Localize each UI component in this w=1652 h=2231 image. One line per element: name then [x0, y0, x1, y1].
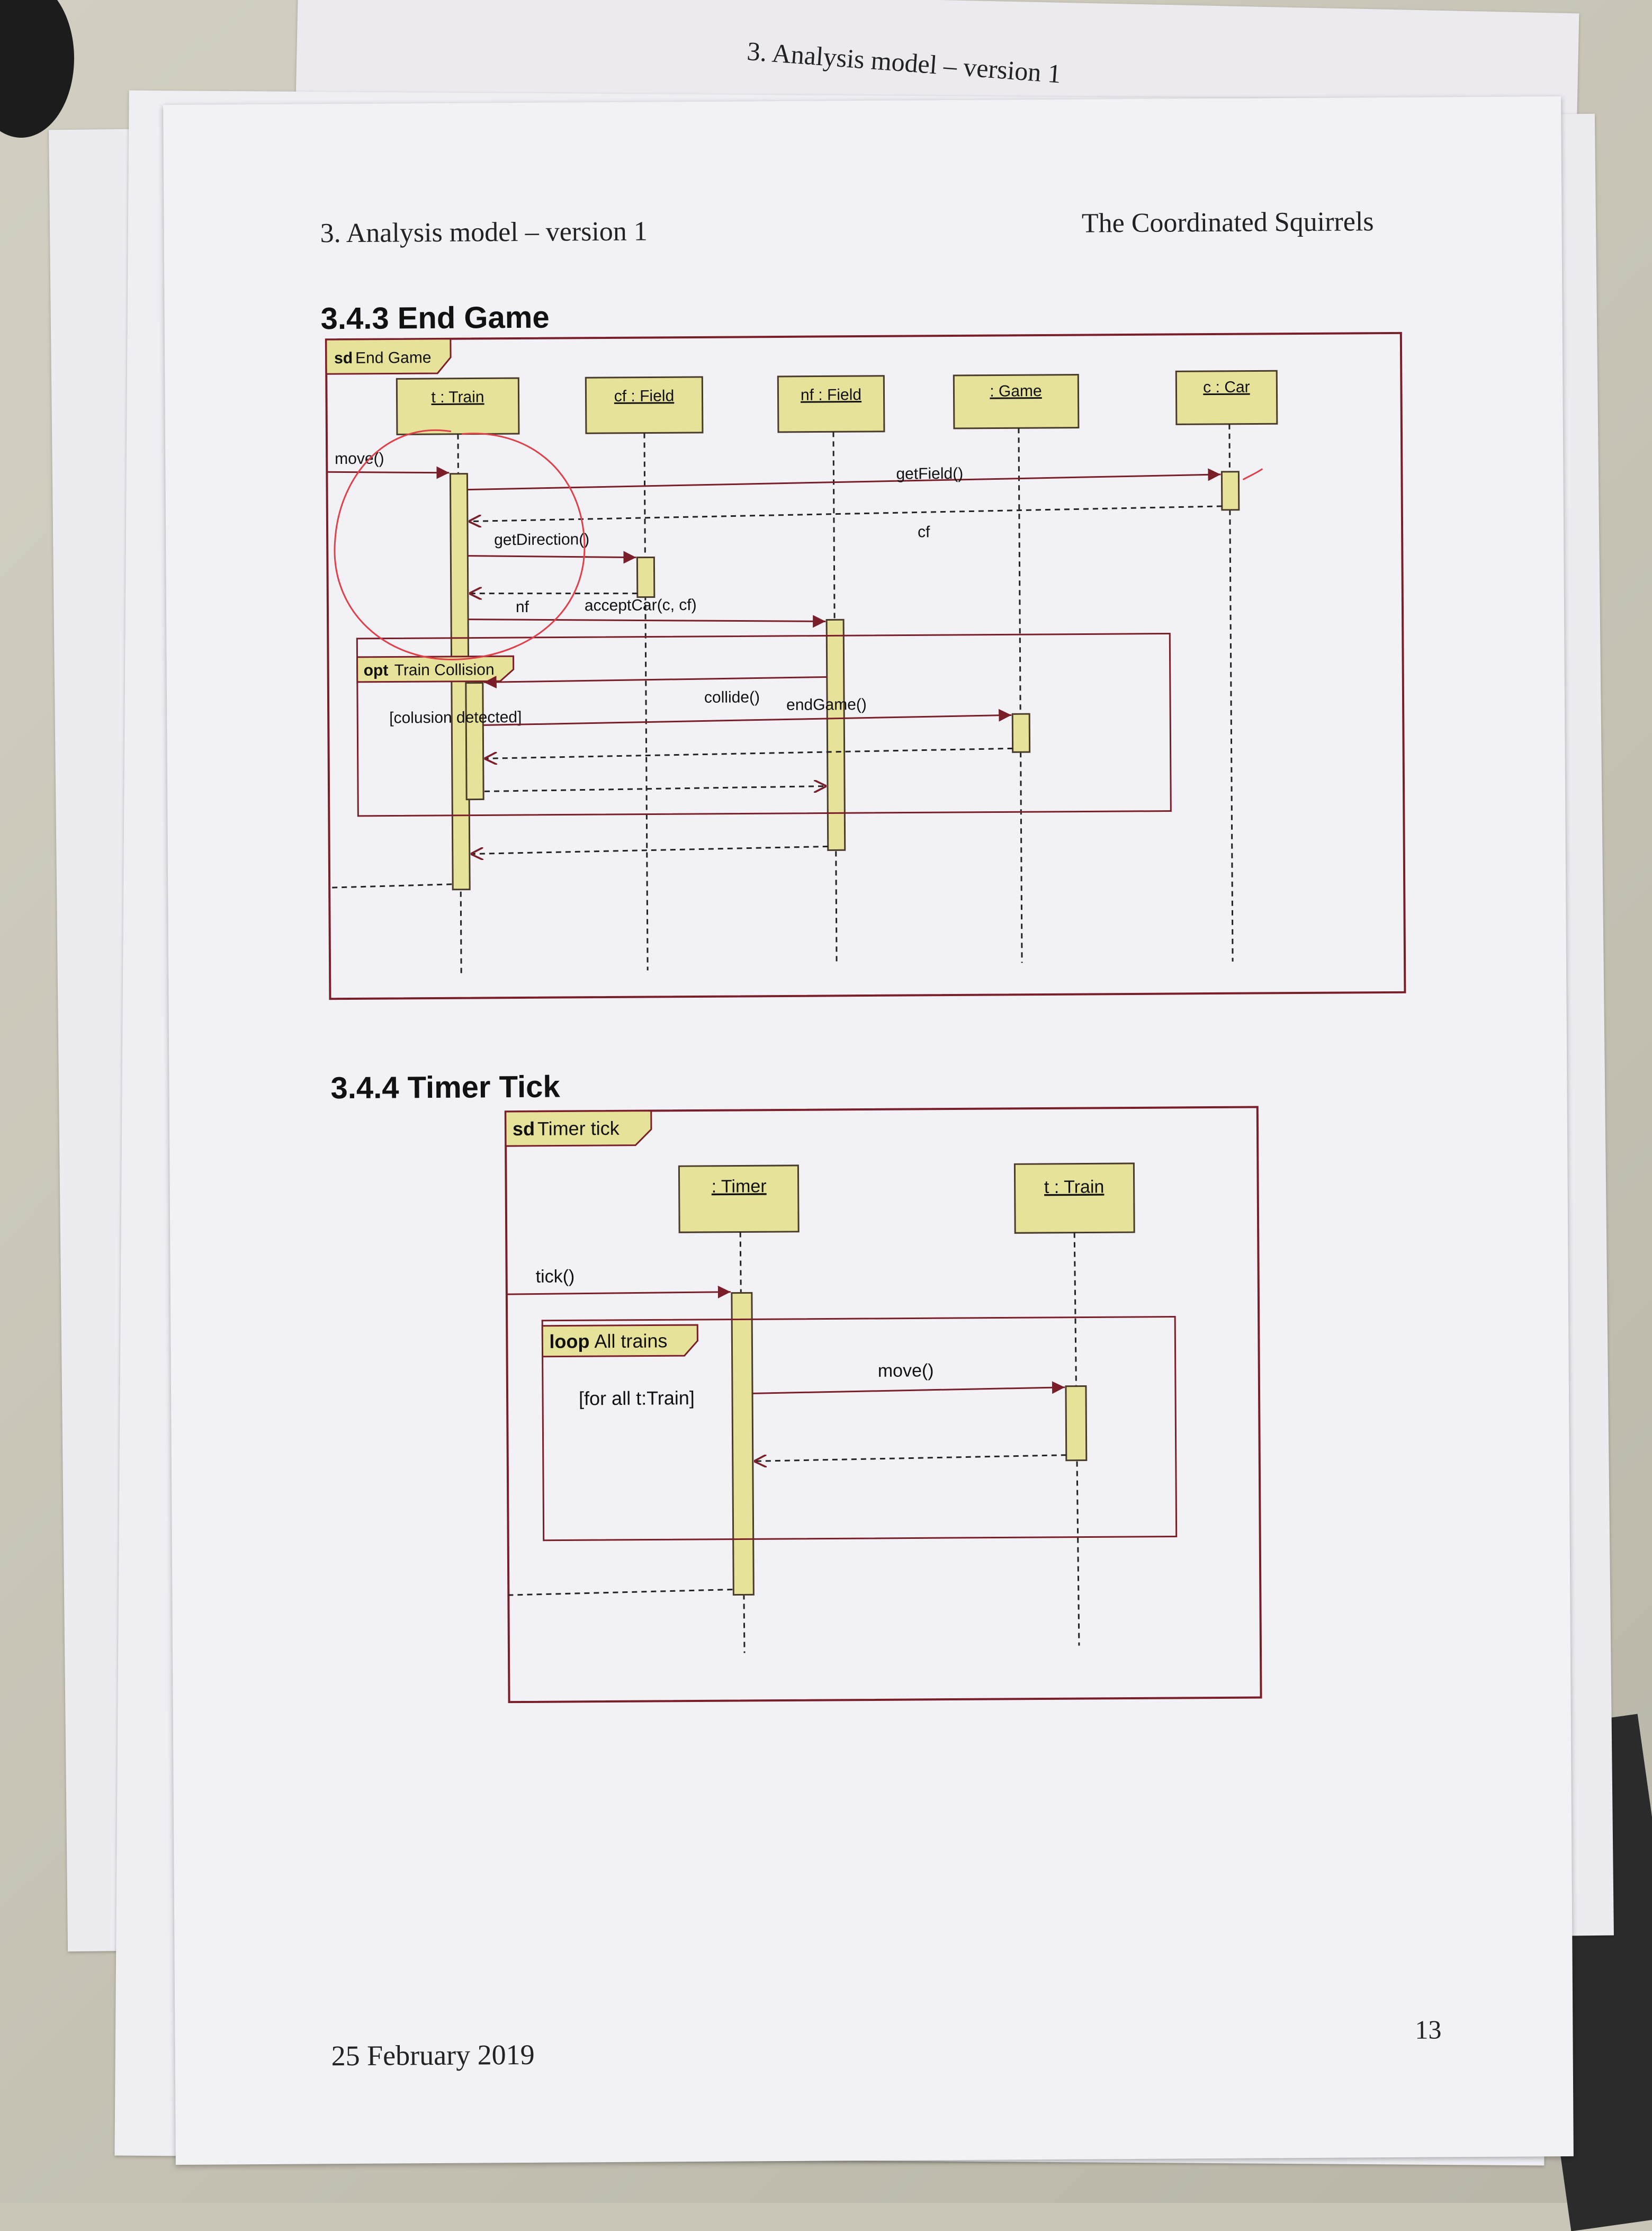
frame-name: End Game: [355, 349, 432, 367]
lifeline-cf: cf : Field: [585, 376, 704, 971]
return-acceptcar: [471, 845, 828, 854]
fragment-loop-guard: [for all t:Train]: [579, 1387, 695, 1409]
frame-end-game: [325, 331, 1406, 1000]
svg-text:cf: cf: [918, 523, 930, 541]
message-getfield: getField(): [467, 465, 1221, 491]
fragment-opt-operator: opt: [364, 662, 389, 679]
lifeline-nf: nf : Field: [777, 375, 885, 964]
message-endgame: endGame(): [483, 696, 1012, 726]
frame-name: Timer tick: [537, 1117, 620, 1140]
frame-timer-tick: [504, 1106, 1262, 1704]
lifeline-train: t : Train: [1013, 1162, 1135, 1646]
activation-timer: [731, 1292, 755, 1596]
svg-text:: Game: : Game: [990, 382, 1042, 400]
svg-text:nf: nf: [516, 598, 529, 616]
return-cf: cf: [469, 505, 1222, 541]
lifeline-game: : Game: [953, 374, 1080, 963]
message-acceptcar: acceptCar(c, cf) nf: [468, 596, 826, 628]
message-getdirection: getDirection(): [468, 531, 636, 564]
svg-text:tick(): tick(): [536, 1266, 575, 1286]
return-move: [754, 1454, 1066, 1462]
svg-text:getDirection(): getDirection(): [494, 531, 589, 549]
frame-keyword: sd: [513, 1118, 535, 1140]
end-game-sequence-diagram: sd End Game t : Train cf : Field nf : Fi…: [325, 331, 1406, 1000]
svg-text:cf : Field: cf : Field: [614, 387, 675, 405]
return-tick: [508, 1589, 733, 1596]
timer-tick-sequence-diagram: sd Timer tick : Timer t : Train tick() l…: [504, 1106, 1262, 1704]
svg-text:t : Train: t : Train: [431, 388, 484, 406]
svg-text:: Timer: : Timer: [712, 1176, 767, 1197]
activation-cf: [636, 556, 656, 598]
handwritten-circle-annotation: [334, 429, 586, 660]
return-endgame: [484, 747, 1013, 758]
handwritten-tick-annotation: [1242, 468, 1263, 480]
activation-train: [1065, 1385, 1088, 1462]
fragment-loop: [541, 1315, 1178, 1542]
activation-train-nested: [465, 682, 484, 801]
back-sheet-header: 3. Analysis model – version 1: [746, 35, 1062, 89]
fragment-loop-tab: [541, 1324, 698, 1358]
fragment-opt-guard: [colusion detected]: [389, 709, 522, 727]
activation-game: [1011, 713, 1031, 753]
page-number: 13: [1415, 2014, 1442, 2045]
message-tick: tick(): [506, 1266, 731, 1298]
frame-keyword: sd: [334, 350, 353, 367]
fragment-opt: [356, 632, 1172, 817]
message-collide: collide(): [483, 676, 827, 706]
svg-text:nf : Field: nf : Field: [801, 386, 861, 404]
return-move: [329, 883, 452, 889]
frame-tab: [325, 338, 452, 375]
svg-text:getField(): getField(): [896, 465, 963, 483]
message-move: move(): [752, 1360, 1065, 1394]
svg-text:acceptCar(c, cf): acceptCar(c, cf): [585, 596, 697, 614]
fragment-loop-name: All trains: [594, 1330, 667, 1352]
svg-text:t : Train: t : Train: [1044, 1177, 1105, 1197]
activation-car: [1220, 471, 1240, 511]
svg-text:move(): move(): [878, 1360, 934, 1381]
frame-tab: [505, 1109, 652, 1147]
activation-nf: [825, 619, 846, 851]
fragment-opt-name: Train Collision: [394, 661, 495, 679]
fragment-loop-operator: loop: [549, 1330, 589, 1352]
svg-text:c : Car: c : Car: [1203, 379, 1250, 397]
svg-text:collide(): collide(): [704, 688, 760, 706]
lifeline-car: c : Car: [1175, 370, 1278, 962]
svg-text:endGame(): endGame(): [786, 696, 867, 714]
footer-date: 25 February 2019: [331, 2038, 535, 2072]
document-page: 3. Analysis model – version 1 The Coordi…: [163, 96, 1574, 2165]
